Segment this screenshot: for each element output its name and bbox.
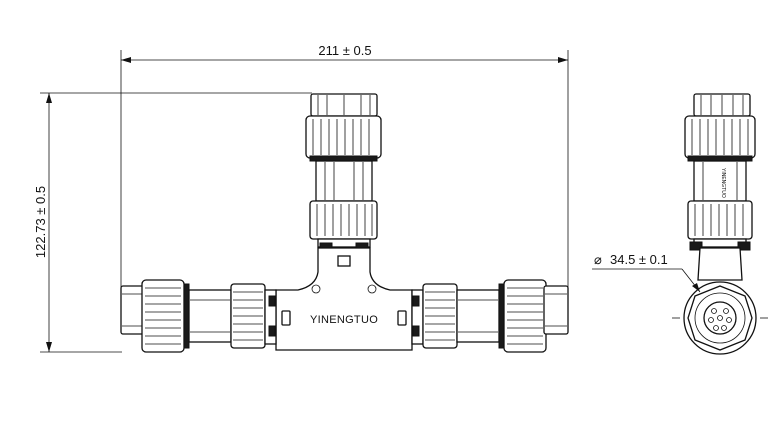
diameter-symbol: ⌀ bbox=[594, 252, 602, 267]
width-dimension: 211 ± 0.5 bbox=[120, 43, 569, 288]
brand-label-front: YINENGTUO bbox=[310, 314, 378, 326]
width-dimension-label: 211 ± 0.5 bbox=[318, 43, 371, 58]
left-connector-branch bbox=[120, 279, 277, 353]
t-junction-body: YINENGTUO bbox=[275, 247, 413, 351]
diameter-dimension-label: 34.5 ± 0.1 bbox=[610, 252, 668, 267]
brand-label-side: YINENGTUO bbox=[720, 168, 726, 198]
t-connector-front-view: YINENGTUO bbox=[120, 93, 569, 353]
t-connector-side-view: YINENGTUO bbox=[672, 93, 768, 355]
connector-face bbox=[672, 281, 768, 355]
height-dimension: 122.73 ± 0.5 bbox=[33, 92, 312, 353]
diameter-callout: ⌀ 34.5 ± 0.1 bbox=[592, 252, 701, 293]
right-connector-branch bbox=[411, 279, 569, 353]
height-dimension-label: 122.73 ± 0.5 bbox=[33, 186, 48, 258]
top-connector-branch bbox=[305, 93, 382, 249]
